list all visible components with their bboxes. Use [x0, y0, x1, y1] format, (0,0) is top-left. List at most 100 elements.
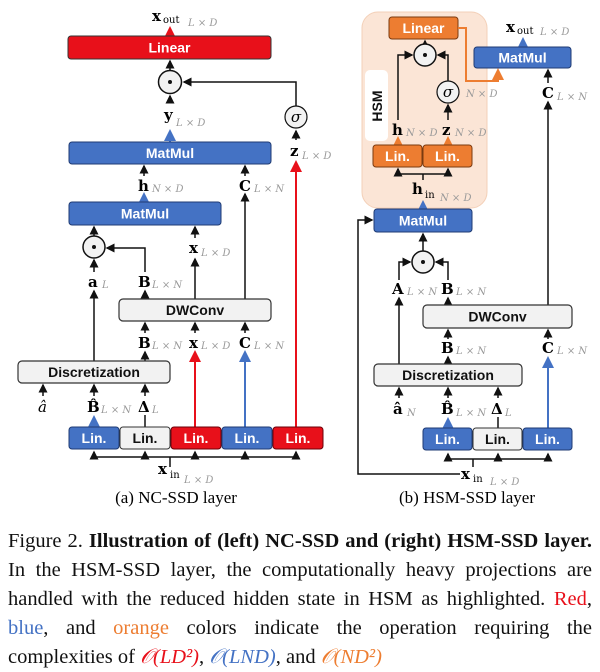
right-input-bus — [443, 452, 553, 467]
svg-text:N × D: N × D — [439, 193, 472, 204]
svg-text:MatMul: MatMul — [121, 206, 169, 222]
svg-text:L × D: L × D — [183, 475, 213, 486]
svg-text:σ: σ — [291, 108, 302, 126]
svg-text:Linear: Linear — [402, 20, 445, 36]
hsm-odot — [413, 43, 437, 67]
right-lin-box-1: Lin. — [422, 427, 473, 451]
svg-text:C: C — [542, 339, 554, 357]
svg-text:L × N: L × N — [455, 346, 487, 357]
svg-text:L: L — [504, 408, 512, 419]
caption-sep-1: , — [586, 588, 592, 610]
arrow-xin-to-matmul — [357, 215, 460, 475]
label-sigma-dim: N × D — [465, 89, 498, 100]
label-delta: Δ L — [138, 398, 159, 416]
svg-text:x: x — [189, 239, 199, 257]
hsm-ssd-diagram: HSM Linear σ N × D h N × D z — [357, 11, 588, 507]
svg-text:N × D: N × D — [405, 128, 438, 139]
svg-text:DWConv: DWConv — [468, 309, 527, 325]
label-right-a: A L × N — [391, 280, 438, 298]
svg-text:Lin.: Lin. — [435, 431, 460, 447]
svg-text:x: x — [158, 460, 168, 478]
svg-text:in: in — [425, 190, 435, 201]
label-right-x-out: x out L × D — [506, 18, 569, 38]
svg-text:Lin.: Lin. — [184, 430, 209, 446]
svg-text:Lin.: Lin. — [435, 148, 460, 164]
svg-text:in: in — [170, 470, 180, 481]
svg-text:L × D: L × D — [489, 477, 519, 488]
label-a-hat: â — [38, 398, 47, 416]
svg-text:σ: σ — [443, 83, 454, 101]
caption-and: , and — [275, 646, 316, 668]
label-c-top: C L × N — [239, 177, 285, 195]
arrow-h-to-hsm-odot — [397, 50, 414, 120]
svg-text:DWConv: DWConv — [166, 302, 225, 318]
figure-caption: Figure 2. Illustration of (left) NC-SSD … — [8, 527, 592, 672]
svg-text:N: N — [406, 408, 417, 419]
subcaption-left: (a) NC-SSD layer — [115, 488, 237, 507]
svg-text:L × D: L × D — [301, 151, 331, 162]
label-y: y L × D — [163, 106, 205, 129]
svg-text:N × D: N × D — [454, 128, 487, 139]
svg-text:x: x — [152, 7, 162, 25]
svg-text:z: z — [290, 142, 299, 160]
svg-text:y: y — [163, 106, 174, 124]
caption-title: Illustration of (left) NC-SSD and (right… — [88, 530, 593, 552]
label-z: z L × D — [290, 142, 331, 162]
hsm-lin-row: Lin. Lin. — [372, 144, 473, 168]
left-lin-box-3: Lin. — [170, 426, 222, 450]
right-matmul-top-box: MatMul — [473, 46, 572, 69]
arrow-a-to-odot — [398, 257, 412, 280]
svg-text:Discretization: Discretization — [402, 367, 494, 383]
label-right-delta: Δ L — [491, 400, 512, 419]
subcaption-right: (b) HSM-SSD layer — [399, 488, 535, 507]
left-lin-row: Lin.Lin.Lin.Lin.Lin. — [68, 426, 324, 450]
svg-text:Discretization: Discretization — [48, 364, 140, 380]
label-right-x-in: x in L × D — [461, 465, 519, 488]
caption-complexity-orange: 𝒪(ND²) — [320, 646, 382, 668]
left-lin-box-1: Lin. — [68, 426, 120, 450]
right-lin-row: Lin. Lin. Lin. — [422, 427, 573, 451]
svg-text:B: B — [138, 273, 151, 291]
matmul-top-box: MatMul — [68, 141, 272, 165]
svg-text:x: x — [189, 334, 199, 352]
svg-text:L × N: L × N — [253, 184, 285, 195]
svg-text:B: B — [138, 334, 151, 352]
svg-text:C: C — [542, 84, 554, 102]
caption-orange-word: orange — [113, 617, 169, 639]
svg-text:B̂: B̂ — [441, 400, 454, 418]
svg-text:N × D: N × D — [151, 184, 184, 195]
arrow-b-to-odot — [434, 257, 449, 280]
caption-sep-2: , and — [43, 617, 96, 639]
caption-complexity-blue: 𝒪(LND) — [209, 646, 276, 668]
label-x-low: x L × D — [189, 334, 230, 352]
hsm-lin-box-1: Lin. — [372, 144, 423, 168]
label-h: h N × D — [138, 177, 184, 195]
svg-text:h: h — [412, 180, 423, 198]
label-b-mid: B L × N — [138, 273, 183, 291]
svg-text:L × D: L × D — [175, 118, 205, 129]
svg-text:L × N: L × N — [556, 346, 588, 357]
svg-text:C: C — [239, 334, 251, 352]
label-x-in: x in L × D — [158, 460, 213, 486]
svg-text:Lin.: Lin. — [235, 430, 260, 446]
linear-box: Linear — [67, 35, 272, 60]
hsm-sigma-node: σ — [436, 80, 460, 104]
right-dwconv-box: DWConv — [422, 304, 573, 329]
label-right-c-top: C L × N — [542, 84, 588, 103]
label-c-low: C L × N — [239, 334, 285, 352]
label-x-out: x out L × D — [152, 7, 217, 29]
svg-text:B̂: B̂ — [87, 398, 100, 416]
svg-text:out: out — [163, 15, 179, 26]
dwconv-box: DWConv — [118, 298, 272, 322]
hsm-input-bus — [393, 167, 453, 180]
svg-text:Lin.: Lin. — [535, 431, 560, 447]
left-lin-box-4: Lin. — [221, 426, 273, 450]
svg-text:L: L — [101, 280, 109, 291]
svg-text:MatMul: MatMul — [146, 145, 194, 161]
svg-text:L × D: L × D — [187, 18, 217, 29]
svg-text:â: â — [393, 400, 403, 418]
right-lin-box-2: Lin. — [472, 427, 523, 451]
label-right-c-low: C L × N — [542, 339, 588, 357]
svg-text:x: x — [506, 18, 516, 36]
caption-blue-word: blue — [8, 617, 44, 639]
